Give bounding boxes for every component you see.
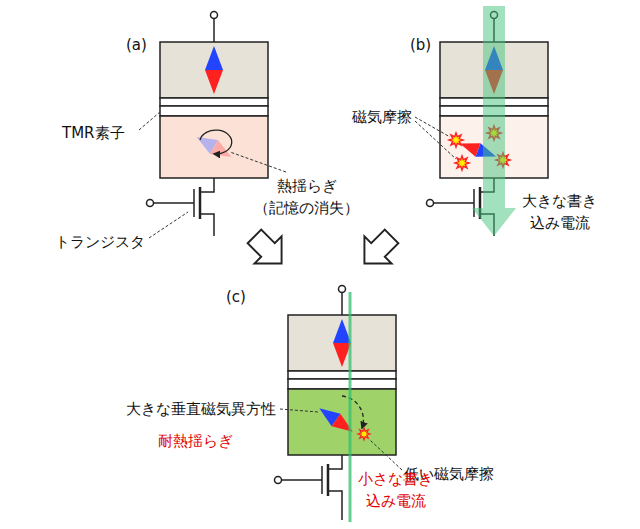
free-layer <box>160 116 268 178</box>
friction-spark <box>455 156 469 170</box>
fixed-layer <box>160 42 268 98</box>
barrier-layer <box>160 106 268 116</box>
highlight-label: 小さな書き 込み電流 <box>358 468 433 512</box>
transition-arrow <box>241 223 295 277</box>
wire <box>213 19 215 42</box>
barrier-layer <box>288 379 396 389</box>
rotation-arrow <box>200 130 232 154</box>
fixed-layer <box>288 315 396 371</box>
terminal <box>147 200 154 207</box>
terminal <box>427 200 434 207</box>
annotation-label: 大きな書き 込み電流 <box>522 190 597 234</box>
part-label: トランジスタ <box>55 231 145 253</box>
leader-line <box>280 409 402 470</box>
annotation-label: 大きな垂直磁気異方性 <box>126 398 276 420</box>
panel-label: (b) <box>410 34 431 56</box>
friction-spark <box>358 428 370 440</box>
precession-arrow <box>342 396 363 428</box>
panel-label: (a) <box>126 34 147 56</box>
wire <box>341 293 343 315</box>
current-line <box>349 292 352 522</box>
part-label: TMR素子 <box>62 122 125 144</box>
transistor-symbol <box>153 178 214 236</box>
current-arrow <box>472 6 516 236</box>
leader-line <box>139 112 286 238</box>
annotation-label: 熱揺らぎ （記憶の消失） <box>254 175 359 219</box>
magnetization-arrow <box>205 46 223 94</box>
free-layer <box>288 389 396 455</box>
terminal <box>339 286 346 293</box>
terminal <box>211 12 218 19</box>
barrier-layer <box>288 371 396 379</box>
barrier-layer <box>160 98 268 106</box>
magnetization-arrow <box>193 130 236 164</box>
panel-label: (c) <box>226 286 246 308</box>
transistor-symbol <box>281 455 342 520</box>
terminal <box>275 477 282 484</box>
highlight-label: 耐熱揺らぎ <box>158 430 233 452</box>
leader-line <box>415 117 456 159</box>
annotation-label: 磁気摩擦 <box>352 106 412 128</box>
magnetization-arrow <box>333 319 351 367</box>
friction-spark <box>449 133 463 147</box>
transition-arrow <box>351 223 405 277</box>
